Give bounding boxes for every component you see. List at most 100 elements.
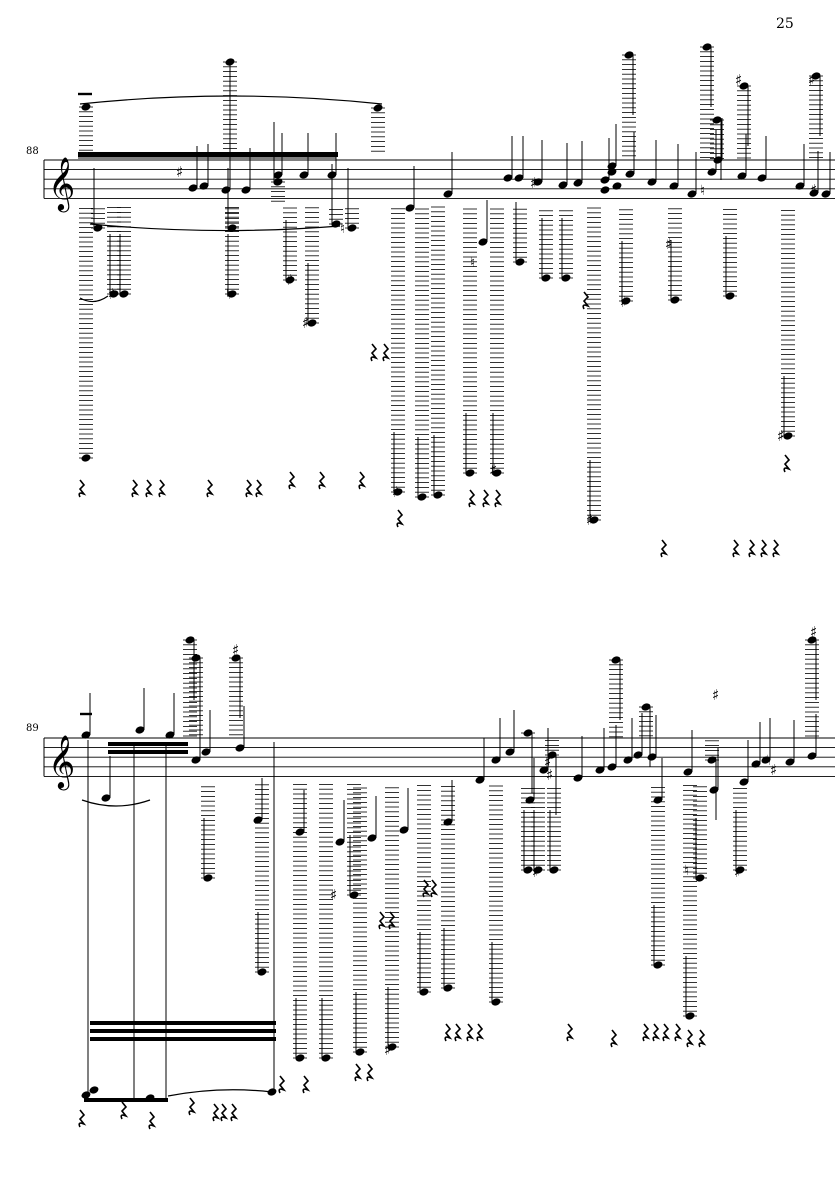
sharp-accidental: ♯ [810, 623, 817, 641]
ledger-lines [513, 208, 527, 263]
quarter-rest [610, 1029, 619, 1048]
sharp-accidental: ♯ [384, 1041, 391, 1059]
ledger-lines [609, 659, 623, 738]
notehead [241, 186, 251, 194]
beam [90, 1021, 276, 1025]
quarter-rest [686, 1029, 695, 1048]
notehead [757, 174, 767, 182]
ledger-lines [733, 788, 747, 871]
notehead [135, 726, 145, 734]
notehead [235, 744, 245, 752]
sharp-accidental: ♯ [665, 235, 672, 253]
quarter-rest [783, 454, 792, 473]
sharp-accidental: ♯ [586, 511, 593, 529]
notehead [607, 162, 617, 170]
notehead [683, 768, 693, 776]
ledger-lines [345, 208, 359, 229]
quarter-rest [698, 1029, 707, 1048]
notehead [199, 182, 209, 190]
sharp-accidental: ♯ [546, 766, 553, 784]
notehead [475, 776, 485, 784]
quarter-rest [382, 343, 391, 362]
sharp-accidental: ♯ [176, 163, 183, 181]
quarter-rest [454, 1023, 463, 1042]
quarter-rest [378, 911, 387, 930]
quarter-rest [318, 471, 327, 490]
quarter-rest [760, 539, 769, 558]
notehead [299, 171, 309, 179]
notehead [443, 190, 453, 198]
notehead [505, 748, 515, 756]
ledger-lines [490, 208, 504, 474]
ledger-lines [668, 208, 682, 301]
natural-accidental: ♮ [470, 255, 475, 271]
quarter-rest [494, 489, 503, 508]
ledger-lines [737, 85, 751, 159]
notehead [405, 204, 415, 212]
ledger-lines [651, 787, 665, 966]
notehead [633, 751, 643, 759]
notehead [607, 168, 617, 176]
ledger-lines [305, 207, 319, 324]
quarter-rest [148, 1111, 157, 1130]
notehead [558, 181, 568, 189]
ledger-lines [79, 207, 93, 459]
ledger-lines [229, 657, 243, 736]
sharp-accidental: ♯ [712, 686, 719, 704]
quarter-rest [278, 1075, 287, 1094]
quarter-rest [732, 539, 741, 558]
ledger-lines [353, 787, 367, 1053]
ledger-lines [489, 785, 503, 1003]
natural-accidental: ♮ [226, 287, 231, 303]
notehead [707, 168, 717, 176]
notehead [399, 826, 409, 834]
beam [90, 1029, 276, 1033]
notehead [595, 766, 605, 774]
notehead [809, 189, 819, 197]
quarter-rest [230, 1103, 239, 1122]
sharp-accidental: ♯ [770, 761, 777, 779]
ledger-lines [319, 784, 333, 1059]
ledger-lines [809, 75, 823, 159]
notehead [188, 184, 198, 192]
ledger-lines [639, 706, 653, 737]
slur [81, 799, 151, 807]
notehead [785, 758, 795, 766]
sharp-accidental: ♯ [232, 641, 239, 659]
quarter-rest [158, 479, 167, 498]
sharp-accidental: ♯ [734, 863, 741, 881]
quarter-rest [245, 479, 254, 498]
ledger-lines [117, 207, 131, 295]
notehead [514, 174, 524, 182]
staff-system-88 [44, 159, 835, 199]
ledger-lines [79, 106, 93, 156]
notehead [201, 748, 211, 756]
notehead [600, 186, 610, 194]
measure-number-89: 89 [26, 723, 39, 734]
sharp-accidental: ♯ [777, 427, 784, 445]
sharp-accidental: ♯ [286, 271, 293, 289]
ledger-lines [547, 788, 561, 871]
notehead [81, 1091, 91, 1099]
ledger-lines [693, 786, 707, 879]
notehead [478, 238, 488, 246]
beam [108, 742, 188, 746]
ledger-lines [225, 208, 239, 229]
ledger-lines [201, 786, 215, 879]
notehead [612, 182, 622, 190]
quarter-rest [288, 471, 297, 490]
quarter-rest [662, 1023, 671, 1042]
sharp-accidental: ♯ [392, 483, 399, 501]
beam [90, 1037, 276, 1041]
sharp-accidental: ♯ [532, 863, 539, 881]
notehead [625, 170, 635, 178]
notehead [623, 756, 633, 764]
notehead [761, 756, 771, 764]
ledger-lines [622, 54, 636, 157]
ledger-lines [531, 788, 545, 871]
beam [108, 750, 188, 754]
quarter-rest [366, 1063, 375, 1082]
notehead [669, 182, 679, 190]
